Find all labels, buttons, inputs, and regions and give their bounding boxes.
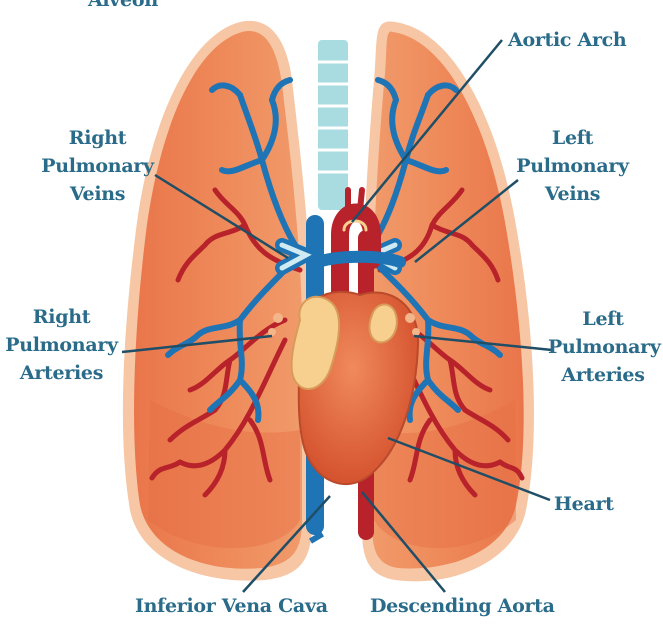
pulmonary-trunk [318,257,400,262]
label-inferior-vena-cava: Inferior Vena Cava [135,592,328,620]
label-right-pulmonary-veins: Right Pulmonary Veins [40,124,155,208]
label-aortic-arch: Aortic Arch [508,26,626,54]
label-descending-aorta: Descending Aorta [370,592,555,620]
trachea [318,40,348,210]
label-alveoli: Alveoli [78,0,168,14]
label-left-pulmonary-veins: Left Pulmonary Veins [515,124,630,208]
label-left-pulmonary-arteries: Left Pulmonary Arteries [548,305,658,389]
right-lung [123,21,312,581]
label-heart: Heart [554,490,614,518]
label-right-pulmonary-arteries: Right Pulmonary Arteries [4,303,119,387]
